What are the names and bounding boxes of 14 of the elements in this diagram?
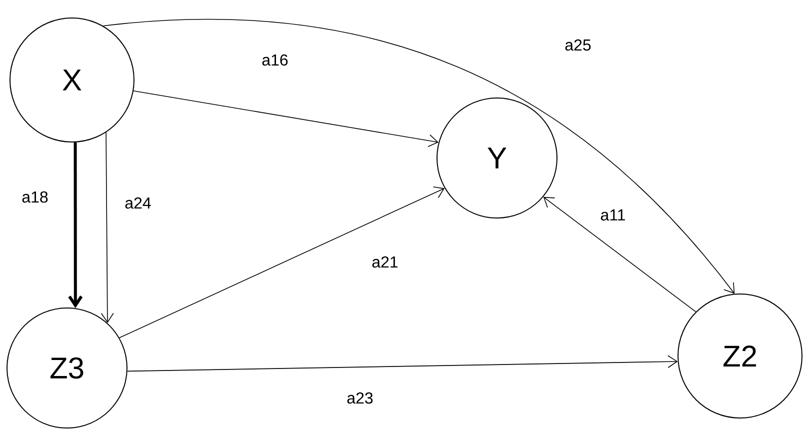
arrow <box>101 132 114 324</box>
arrow <box>127 355 678 372</box>
edge-label: a18 <box>20 190 50 204</box>
arrow <box>68 142 83 308</box>
edge-label: a24 <box>124 196 152 210</box>
arrow <box>543 196 696 312</box>
arrow <box>102 19 735 294</box>
arrow <box>133 90 439 148</box>
edge-label: a16 <box>260 53 290 67</box>
edge-label: a23 <box>346 391 374 405</box>
edge-label: a21 <box>370 255 400 269</box>
edge-label: a11 <box>599 208 627 222</box>
edge-label: a25 <box>564 38 592 52</box>
arrow <box>119 186 445 338</box>
